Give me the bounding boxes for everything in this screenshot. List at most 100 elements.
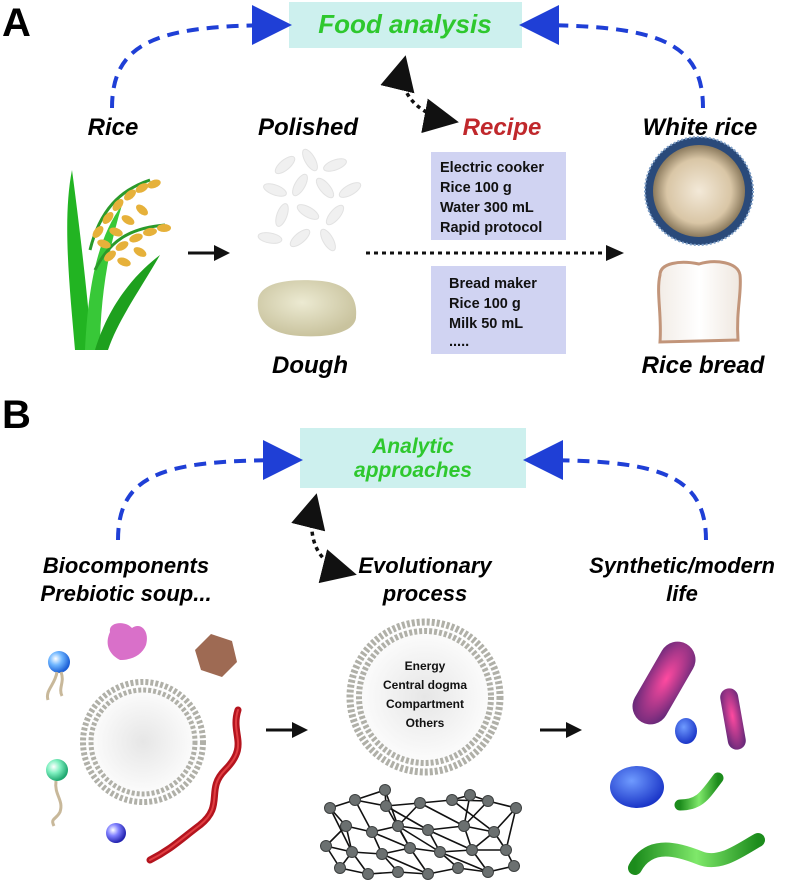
analytic-approaches-box — [300, 428, 526, 488]
network-node — [482, 795, 494, 807]
green-worm-icon — [674, 772, 724, 811]
small-ball-purple-icon — [106, 823, 126, 843]
pink-heart-icon — [107, 623, 147, 660]
network-edge — [371, 831, 411, 849]
network-node — [482, 866, 494, 878]
panel-a-letter: A — [2, 1, 31, 45]
lipid-ball-blue-icon — [48, 651, 70, 673]
white-rice-bowl-icon — [644, 136, 754, 246]
network-node — [379, 784, 391, 796]
food-analysis-label: Food analysis — [318, 9, 491, 39]
cooker-recipe-line: Rapid protocol — [440, 220, 542, 236]
rice-plant-icon — [67, 170, 171, 350]
analytic-label-line1: Analytic — [371, 435, 454, 458]
food-analysis-box — [289, 2, 522, 48]
long-green-worm-icon — [628, 833, 765, 875]
network-edge — [427, 829, 473, 851]
network-node — [458, 820, 470, 832]
polished-label: Polished — [258, 114, 359, 141]
network-node — [422, 868, 434, 880]
polished-rice-grains-icon — [257, 148, 362, 252]
network-node — [392, 820, 404, 832]
synthetic-to-analytic-arrow — [523, 440, 708, 541]
cell-item: Compartment — [386, 697, 464, 711]
network-node — [452, 862, 464, 874]
network-edge — [439, 851, 489, 873]
network-edge — [419, 802, 465, 827]
network-node — [404, 842, 416, 854]
network-node — [334, 862, 346, 874]
biocomponents-illustration — [45, 623, 242, 864]
brown-hexagon-icon — [195, 634, 237, 677]
white-rice-label: White rice — [643, 114, 758, 141]
network-node — [380, 800, 392, 812]
bread-recipe-text: Bread maker Rice 100 g Milk 50 mL ..... — [449, 276, 537, 350]
network-node — [488, 826, 500, 838]
network-edge — [381, 853, 429, 875]
liposome-icon — [83, 682, 203, 802]
whiterice-to-analysis-arrow — [519, 5, 705, 109]
synthetic-label: Synthetic/modern — [589, 553, 775, 578]
cooker-recipe-line: Electric cooker — [440, 160, 544, 176]
life-label: life — [666, 581, 698, 606]
small-blue-cell-icon — [675, 718, 697, 744]
dough-icon — [257, 280, 357, 337]
bread-recipe-box — [431, 266, 566, 354]
rice-bread-icon — [657, 260, 742, 344]
network-node — [434, 846, 446, 858]
network-edge — [427, 825, 465, 831]
cell-item: Others — [406, 716, 445, 730]
network-node — [320, 840, 332, 852]
rice-to-analysis-arrow — [110, 5, 292, 109]
rice-bread-label: Rice bread — [642, 352, 766, 379]
panel-b-letter: B — [2, 393, 31, 437]
network-node — [346, 846, 358, 858]
cooker-recipe-text: Electric cooker Rice 100 g Water 300 mL … — [440, 160, 544, 236]
lipid-ball-green-icon — [46, 759, 68, 781]
recipe-label: Recipe — [463, 114, 542, 141]
pink-bacterium-icon — [632, 641, 696, 725]
network-node — [366, 826, 378, 838]
network-node — [392, 866, 404, 878]
network-node — [464, 789, 476, 801]
cell-item: Central dogma — [383, 678, 467, 692]
protocell-icon — [346, 618, 504, 776]
process-label: process — [382, 581, 467, 606]
dough-label: Dough — [272, 352, 348, 379]
bread-recipe-line: Bread maker — [449, 276, 537, 292]
cooker-recipe-line: Water 300 mL — [440, 200, 534, 216]
network-node — [466, 844, 478, 856]
network-node — [510, 802, 522, 814]
analytic-evolution-arrow — [291, 493, 357, 584]
interaction-network-icon — [320, 784, 522, 880]
large-blue-cell-icon — [610, 766, 664, 808]
network-node — [362, 868, 374, 880]
network-node — [324, 802, 336, 814]
bio-to-evolution-arrow — [266, 722, 308, 738]
analysis-recipe-arrow — [380, 55, 459, 134]
analytic-label-line2: approaches — [354, 459, 472, 482]
evolutionary-label: Evolutionary — [358, 553, 493, 578]
biocomponents-label: Biocomponents — [43, 553, 209, 578]
network-edge — [397, 825, 441, 853]
cooker-recipe-line: Rice 100 g — [440, 180, 512, 196]
rice-to-polished-arrow — [188, 245, 230, 261]
cell-item: Energy — [405, 659, 446, 673]
network-node — [349, 794, 361, 806]
small-pink-bacterium-icon — [720, 688, 746, 750]
network-node — [340, 820, 352, 832]
network-node — [422, 824, 434, 836]
prebiotic-label: Prebiotic soup... — [40, 581, 211, 606]
rice-label: Rice — [88, 114, 139, 141]
evolution-to-life-arrow — [540, 722, 582, 738]
network-node — [414, 797, 426, 809]
network-node — [508, 860, 520, 872]
network-node — [500, 844, 512, 856]
synthetic-life-illustration — [610, 641, 765, 875]
bio-to-analytic-arrow — [116, 440, 303, 541]
network-node — [376, 848, 388, 860]
bread-recipe-line: Milk 50 mL — [449, 316, 523, 332]
network-node — [446, 794, 458, 806]
network-edge — [354, 799, 373, 833]
